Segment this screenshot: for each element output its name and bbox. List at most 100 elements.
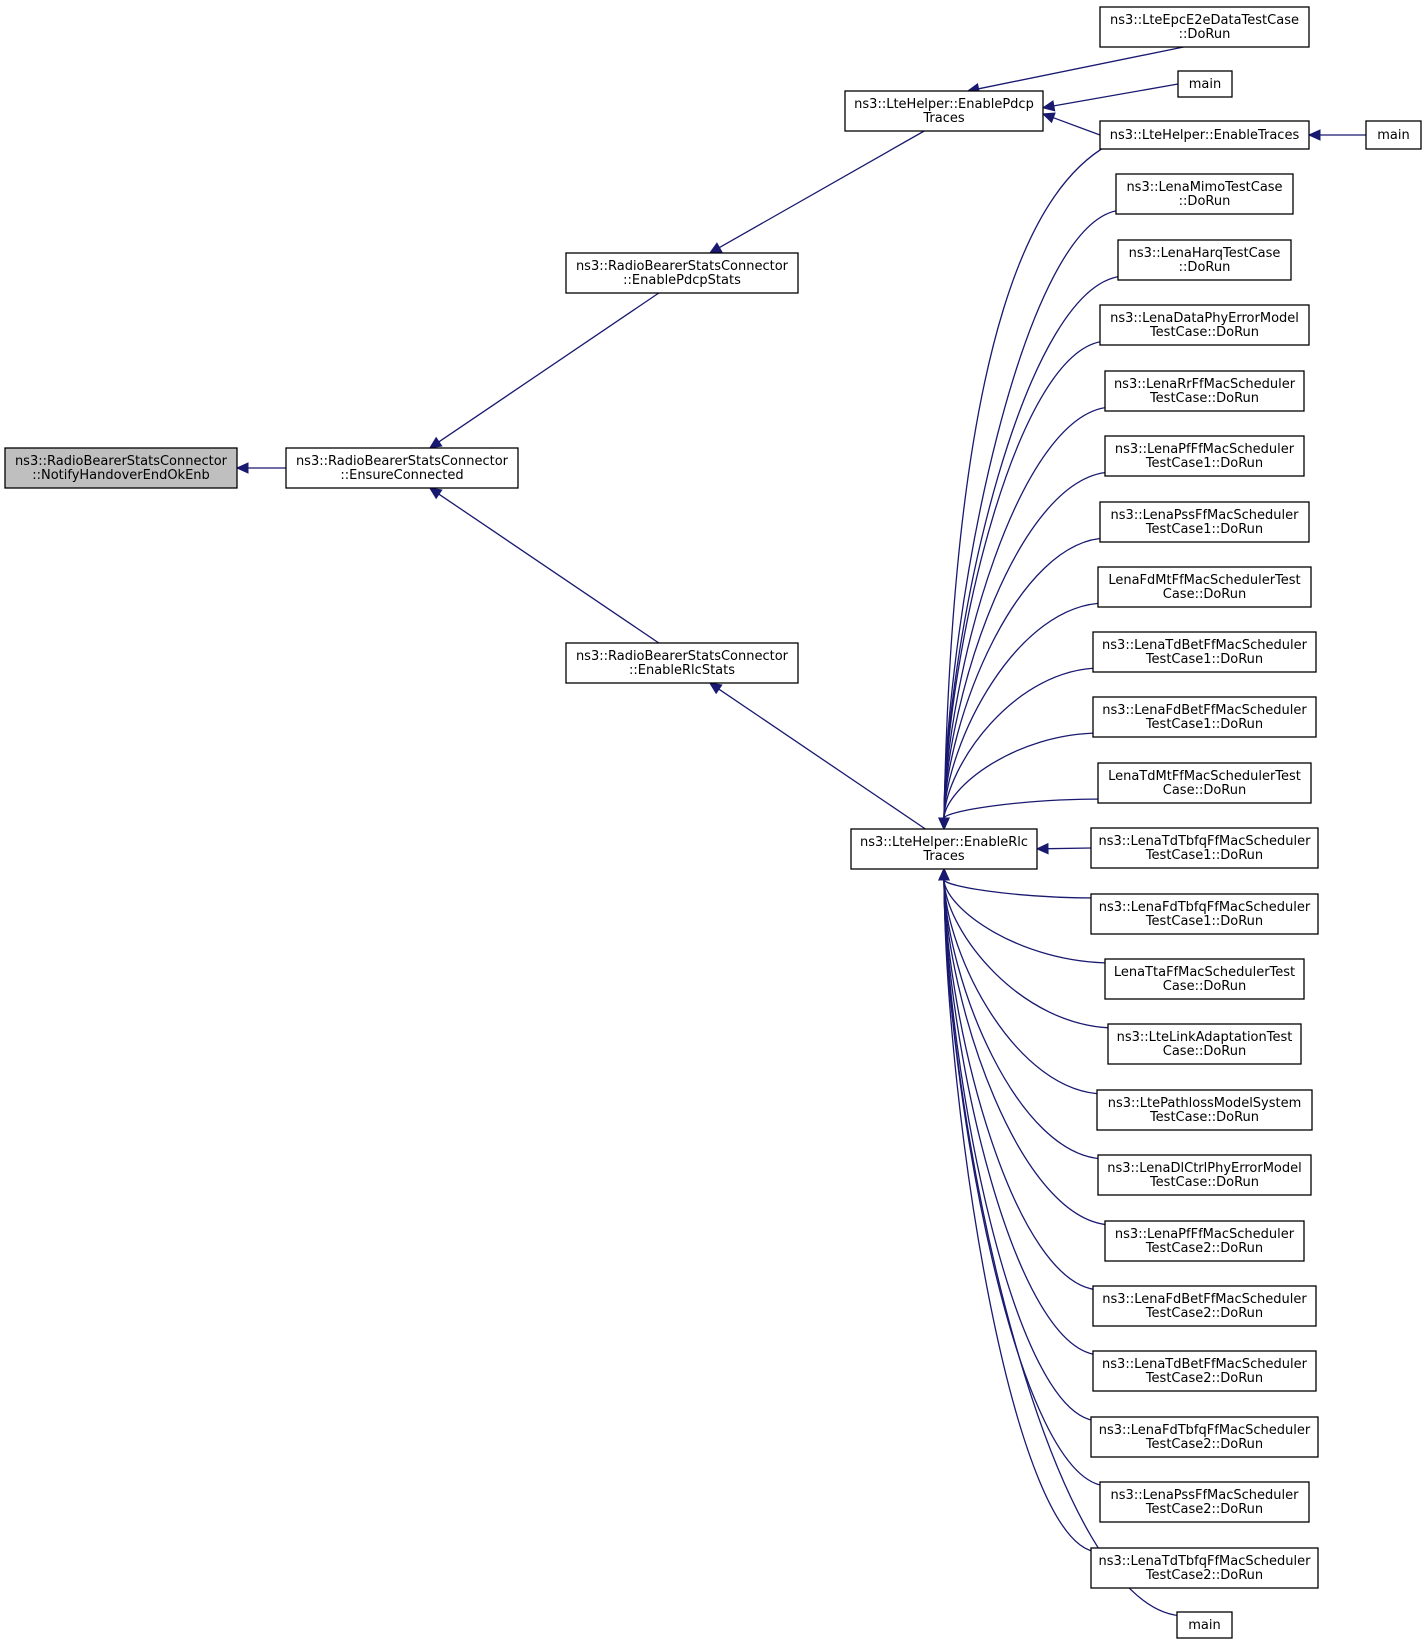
node-label: ns3::LenaTdTbfqFfMacScheduler [1099, 834, 1312, 849]
node-label: ns3::LenaDataPhyErrorModel [1110, 311, 1299, 326]
edge-arrowhead [235, 462, 249, 474]
node-main1[interactable]: main [1177, 70, 1233, 98]
node-label: ns3::LenaPfFfMacScheduler [1115, 1227, 1295, 1242]
node-dlctrl[interactable]: ns3::LenaDlCtrlPhyErrorModelTestCase::Do… [1097, 1154, 1312, 1196]
call-nodes: ns3::RadioBearerStatsConnector::NotifyHa… [4, 6, 1422, 1639]
edge-line [943, 340, 1109, 819]
node-box [1365, 120, 1422, 150]
edge-arrowhead [1307, 129, 1321, 141]
edge-line [943, 879, 1100, 1422]
edge-line [943, 879, 1102, 1291]
edge-line [943, 144, 1109, 819]
node-box [4, 447, 238, 489]
node-pss1[interactable]: ns3::LenaPssFfMacSchedulerTestCase1::DoR… [1099, 501, 1310, 543]
node-main2[interactable]: main [1365, 120, 1422, 150]
node-label: TestCase::DoRun [1149, 391, 1259, 406]
node-box [1096, 1089, 1313, 1131]
edge-arrowhead [428, 487, 443, 500]
node-label: TestCase::DoRun [1149, 1110, 1259, 1125]
node-fdtbfq2[interactable]: ns3::LenaFdTbfqFfMacSchedulerTestCase2::… [1090, 1416, 1319, 1458]
edge-line [438, 493, 660, 644]
node-pdcpstats[interactable]: ns3::RadioBearerStatsConnector::EnablePd… [565, 252, 799, 294]
node-harq[interactable]: ns3::LenaHarqTestCase::DoRun [1117, 239, 1292, 281]
node-main3[interactable]: main [1176, 1611, 1233, 1639]
node-pathloss[interactable]: ns3::LtePathlossModelSystemTestCase::DoR… [1096, 1089, 1313, 1131]
call-edge [708, 130, 925, 254]
node-box [1099, 304, 1310, 346]
node-epce2e[interactable]: ns3::LteEpcE2eDataTestCase::DoRun [1099, 6, 1310, 48]
node-enabletraces[interactable]: ns3::LteHelper::EnableTraces [1099, 120, 1310, 150]
node-label: ns3::LenaFdTbfqFfMacScheduler [1099, 900, 1311, 915]
node-box [1104, 958, 1305, 1000]
call-edge [1041, 112, 1101, 136]
node-label: TestCase2::DoRun [1145, 1371, 1263, 1386]
node-fdbet2[interactable]: ns3::LenaFdBetFfMacSchedulerTestCase2::D… [1092, 1285, 1317, 1327]
call-edges [235, 46, 1366, 1617]
node-label: ns3::LteEpcE2eDataTestCase [1110, 13, 1299, 28]
node-fdtbfq1[interactable]: ns3::LenaFdTbfqFfMacSchedulerTestCase1::… [1090, 893, 1319, 935]
call-edge [428, 487, 660, 644]
node-pf2[interactable]: ns3::LenaPfFfMacSchedulerTestCase2::DoRu… [1104, 1220, 1305, 1262]
node-label: TestCase1::DoRun [1145, 914, 1263, 929]
node-box [1176, 1611, 1233, 1639]
node-box [1099, 1481, 1310, 1523]
call-edge [938, 867, 1114, 964]
edge-line [718, 688, 926, 830]
call-edge [938, 471, 1114, 831]
call-edge [938, 144, 1109, 831]
node-fdbet1[interactable]: ns3::LenaFdBetFfMacSchedulerTestCase1::D… [1092, 696, 1317, 738]
node-box [565, 252, 799, 294]
node-label: TestCase1::DoRun [1145, 456, 1263, 471]
node-pf1[interactable]: ns3::LenaPfFfMacSchedulerTestCase1::DoRu… [1104, 435, 1305, 477]
call-edge [966, 46, 1184, 95]
node-rlcstats[interactable]: ns3::RadioBearerStatsConnector::EnableRl… [565, 642, 799, 684]
edge-arrowhead [708, 682, 723, 695]
node-label: ns3::LenaFdBetFfMacScheduler [1102, 1292, 1307, 1307]
node-label: ::EnableRlcStats [629, 663, 735, 678]
edge-line [943, 879, 1114, 964]
node-pss2[interactable]: ns3::LenaPssFfMacSchedulerTestCase2::DoR… [1099, 1481, 1310, 1523]
call-edge [938, 867, 1100, 1553]
call-edge [428, 292, 660, 449]
edge-line [1053, 83, 1179, 107]
node-label: ns3::LenaDlCtrlPhyErrorModel [1107, 1161, 1302, 1176]
node-box [1092, 1285, 1317, 1327]
node-tdbet2[interactable]: ns3::LenaTdBetFfMacSchedulerTestCase2::D… [1092, 1350, 1317, 1392]
node-label: TestCase2::DoRun [1145, 1241, 1263, 1256]
edge-arrowhead [1041, 112, 1056, 124]
node-tdtbfq1[interactable]: ns3::LenaTdTbfqFfMacSchedulerTestCase1::… [1090, 827, 1319, 869]
node-label: TestCase1::DoRun [1145, 848, 1263, 863]
node-mimo[interactable]: ns3::LenaMimoTestCase::DoRun [1115, 173, 1294, 215]
node-label: main [1189, 77, 1221, 92]
node-box [1097, 1154, 1312, 1196]
node-label: ns3::LteHelper::EnableTraces [1110, 128, 1300, 143]
node-dataphy[interactable]: ns3::LenaDataPhyErrorModelTestCase::DoRu… [1099, 304, 1310, 346]
node-label: ns3::LteHelper::EnableRlc [860, 835, 1028, 850]
node-label: TestCase2::DoRun [1145, 1568, 1263, 1583]
node-label: ns3::LenaFdTbfqFfMacScheduler [1099, 1423, 1311, 1438]
edge-arrowhead [938, 867, 950, 881]
node-label: Traces [922, 849, 964, 864]
node-box [1090, 827, 1319, 869]
node-box [1107, 1023, 1302, 1065]
node-box [1115, 173, 1294, 215]
node-label: ns3::LenaTdTbfqFfMacScheduler [1099, 1554, 1312, 1569]
node-notify[interactable]: ns3::RadioBearerStatsConnector::NotifyHa… [4, 447, 238, 489]
node-box [565, 642, 799, 684]
node-tdtbfq2[interactable]: ns3::LenaTdTbfqFfMacSchedulerTestCase2::… [1090, 1547, 1319, 1589]
call-edge [938, 732, 1102, 831]
call-edge [938, 867, 1100, 1422]
call-edge [938, 867, 1102, 1356]
node-tdbet1[interactable]: ns3::LenaTdBetFfMacSchedulerTestCase1::D… [1092, 631, 1317, 673]
node-label: Traces [922, 111, 964, 126]
node-label: ns3::LenaHarqTestCase [1129, 246, 1281, 261]
node-label: ns3::LenaPssFfMacScheduler [1111, 1488, 1300, 1503]
node-ensure[interactable]: ns3::RadioBearerStatsConnector::EnsureCo… [285, 447, 519, 489]
